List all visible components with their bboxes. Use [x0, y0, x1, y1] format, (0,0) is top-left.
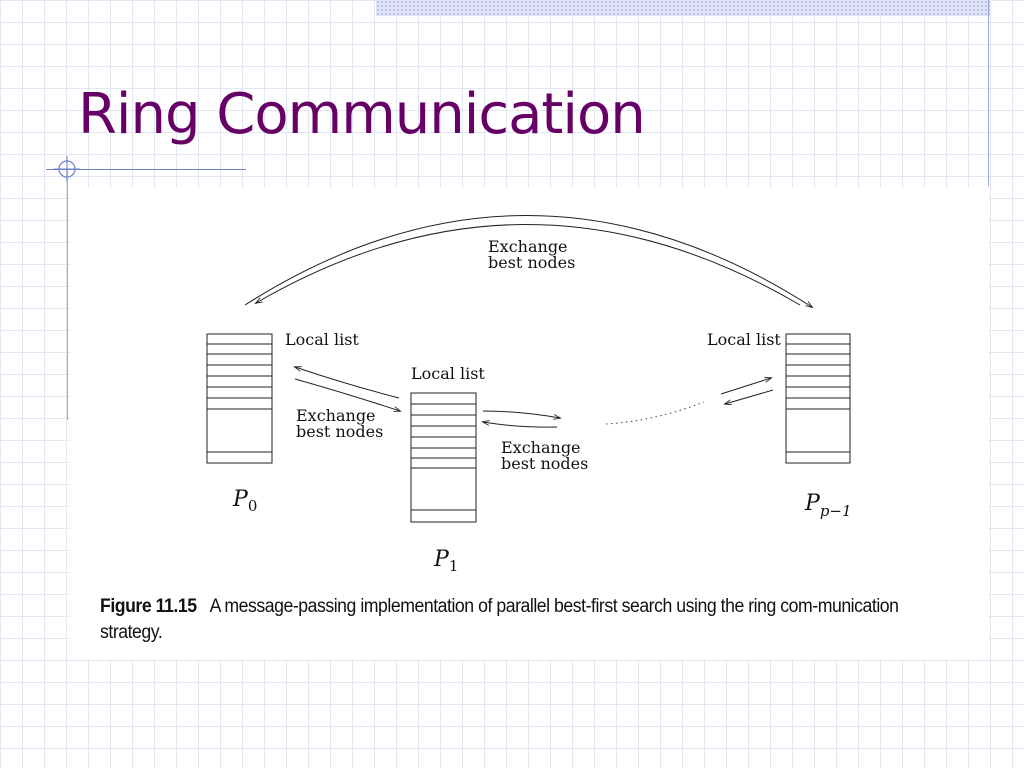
local-list-label: Local list: [285, 330, 359, 349]
exchange-p1-p2-arrows: [482, 410, 560, 428]
left-decorative-rule: [67, 170, 68, 420]
arrow-p1-to-p0: [295, 367, 400, 399]
top-arc-arrow-outer: [244, 215, 812, 307]
list-rows: [411, 403, 476, 511]
top-arc-arrow-inner: [256, 224, 801, 306]
local-list-label: Local list: [707, 330, 781, 349]
local-list-label: Local list: [411, 364, 485, 383]
processor-label: P1: [433, 547, 458, 575]
arrow-p1-to-p2: [482, 410, 560, 418]
processor-p1: Local list P1: [410, 364, 485, 575]
processor-label: P0: [232, 487, 257, 515]
title-underline: [46, 169, 246, 170]
ring-diagram: Local list P0 Local list P1: [206, 215, 852, 575]
list-rows: [786, 343, 850, 453]
arrow-to-pp-1: [720, 378, 771, 395]
slide-title: Ring Communication: [78, 82, 646, 147]
top-decorative-bar: [376, 0, 990, 16]
arrow-p2-to-p1: [483, 422, 558, 428]
exchange-label-p1-p2: Exchange best nodes: [501, 438, 588, 473]
figure-panel: Local list P0 Local list P1: [70, 188, 988, 660]
exchange-into-pp-1-arrows: [720, 378, 774, 404]
arrow-from-pp-1: [725, 389, 774, 404]
ring-continuation-dots: [605, 401, 705, 425]
figure-number: Figure 11.15: [100, 596, 197, 617]
top-exchange-arrows: [244, 215, 812, 307]
arrow-p0-to-p1: [294, 378, 400, 411]
processor-label: Pp−1: [804, 491, 852, 520]
processor-pp-1: Local list Pp−1: [707, 330, 852, 520]
processor-p0: Local list P0: [206, 330, 359, 515]
exchange-p0-p1-arrows: [295, 367, 400, 411]
exchange-label-p0-p1: Exchange best nodes: [296, 406, 383, 441]
caption-text: A message-passing implementation of para…: [100, 596, 899, 643]
right-decorative-rule: [988, 0, 989, 186]
list-rows: [207, 343, 272, 453]
exchange-label-top: Exchange best nodes: [488, 237, 575, 272]
